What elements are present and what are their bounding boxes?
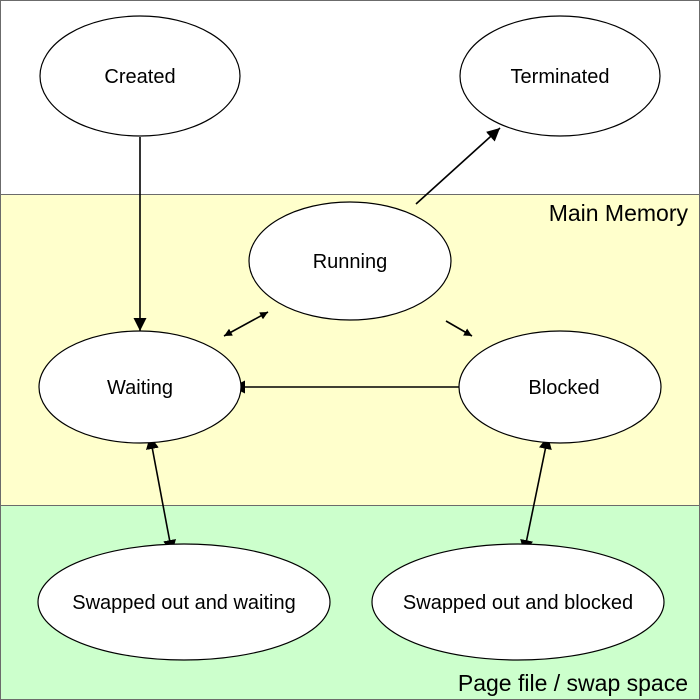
state-swapped-out-blocked: Swapped out and blocked bbox=[371, 543, 665, 661]
state-swapped-out-waiting-label: Swapped out and waiting bbox=[72, 592, 296, 614]
state-terminated-label: Terminated bbox=[511, 66, 610, 88]
state-blocked: Blocked bbox=[458, 330, 662, 444]
arrow-blocked-swapped-blocked bbox=[520, 435, 552, 554]
state-swapped-out-blocked-label: Swapped out and blocked bbox=[403, 592, 633, 614]
state-created-label: Created bbox=[104, 66, 175, 88]
state-running-label: Running bbox=[313, 251, 388, 273]
arrow-waiting-running bbox=[223, 311, 269, 337]
arrow-waiting-swapped-waiting bbox=[146, 435, 176, 554]
state-blocked-label: Blocked bbox=[528, 377, 599, 399]
arrow-running-to-blocked bbox=[445, 320, 473, 337]
swap-space-label: Page file / swap space bbox=[458, 670, 688, 696]
state-swapped-out-waiting: Swapped out and waiting bbox=[37, 543, 331, 661]
state-created: Created bbox=[39, 15, 241, 137]
state-running: Running bbox=[248, 201, 452, 321]
state-terminated: Terminated bbox=[459, 15, 661, 137]
arrow-running-to-terminated bbox=[415, 127, 501, 205]
state-waiting: Waiting bbox=[38, 330, 242, 444]
state-waiting-label: Waiting bbox=[107, 377, 173, 399]
main-memory-label: Main Memory bbox=[549, 200, 689, 226]
